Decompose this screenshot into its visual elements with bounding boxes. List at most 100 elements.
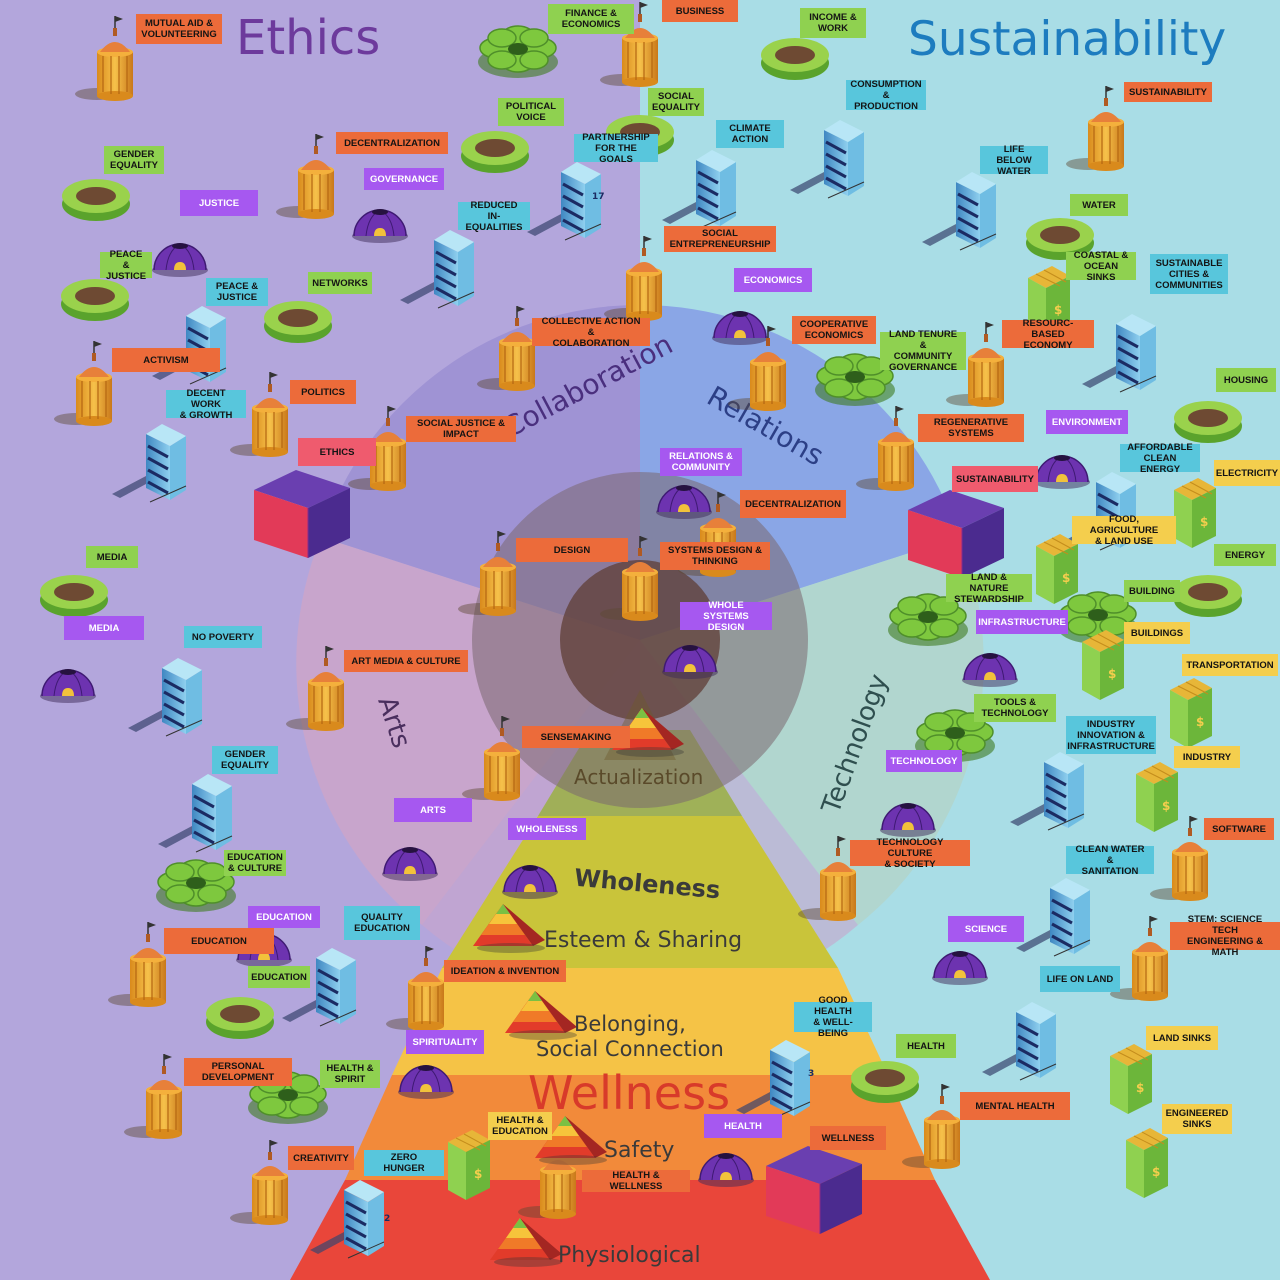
solar-building-icon bbox=[1135, 761, 1179, 833]
label-sustainability-top: SUSTAINABILITY bbox=[1124, 82, 1212, 102]
label-stem: STEM: SCIENCE TECH ENGINEERING & MATH bbox=[1170, 914, 1280, 958]
label-consumption: CONSUMPTION & PRODUCTION bbox=[846, 79, 926, 112]
label-land-tenure: LAND TENURE & COMMUNITY GOVERNANCE bbox=[880, 329, 966, 373]
label-infrastructure: INFRASTRUCTURE bbox=[976, 610, 1068, 634]
label-business: BUSINESS bbox=[662, 0, 738, 22]
ring-icon bbox=[264, 301, 332, 343]
label-reduced-inequalities: REDUCED IN- EQUALITIES bbox=[458, 200, 530, 233]
label-whole-systems: WHOLE SYSTEMS DESIGN bbox=[680, 600, 772, 633]
ring-icon bbox=[61, 279, 129, 321]
sdg-number: 3 bbox=[808, 1069, 814, 1079]
label-design: DESIGN bbox=[516, 538, 628, 562]
label-health-purple: HEALTH bbox=[704, 1114, 782, 1138]
label-media-purple: MEDIA bbox=[64, 616, 144, 640]
label-wellness: WELLNESS bbox=[810, 1126, 886, 1150]
label-building: BUILDING bbox=[1124, 580, 1180, 602]
label-no-poverty: NO POVERTY bbox=[184, 626, 262, 648]
wholeness-band bbox=[442, 816, 838, 968]
ethics-title: Ethics bbox=[236, 10, 381, 66]
label-quality-education: QUALITY EDUCATION bbox=[344, 906, 420, 940]
cube-icon bbox=[253, 469, 351, 559]
ring-icon bbox=[1174, 401, 1242, 443]
label-wholeness: WHOLENESS bbox=[508, 818, 586, 840]
label-mental-health: MENTAL HEALTH bbox=[960, 1092, 1070, 1120]
label-social-entrepreneurship: SOCIAL ENTREPRENEURSHIP bbox=[664, 226, 776, 252]
label-affordable-energy: AFFORDABLE CLEAN ENERGY bbox=[1120, 442, 1200, 475]
label-energy: ENERGY bbox=[1214, 544, 1276, 566]
label-life-below-water: LIFE BELOW WATER bbox=[980, 144, 1048, 177]
label-sustainable-cities: SUSTAINABLE CITIES & COMMUNITIES bbox=[1150, 254, 1228, 294]
label-industry: INDUSTRY bbox=[1174, 746, 1240, 768]
label-social-justice: SOCIAL JUSTICE & IMPACT bbox=[406, 416, 516, 442]
label-decentralization-mid: DECENTRALIZATION bbox=[740, 490, 846, 518]
sdg-number: 2 bbox=[384, 1214, 390, 1224]
cube-icon bbox=[907, 489, 1005, 579]
label-health-yellow: HEALTH bbox=[896, 1034, 956, 1058]
label-personal-dev: PERSONAL DEVELOPMENT bbox=[184, 1058, 292, 1086]
label-cooperative: COOPERATIVE ECONOMICS bbox=[792, 316, 876, 344]
wellness-title: Wellness bbox=[528, 1066, 731, 1120]
safety-title: Safety bbox=[604, 1138, 675, 1163]
sustainability-title: Sustainability bbox=[908, 12, 1227, 67]
label-education-purple: EDUCATION bbox=[248, 906, 320, 928]
label-resource-based: RESOURC-BASED ECONOMY bbox=[1002, 318, 1094, 351]
label-networks: NETWORKS bbox=[308, 272, 372, 294]
label-water: WATER bbox=[1070, 194, 1128, 216]
label-zero-hunger: ZERO HUNGER bbox=[364, 1150, 444, 1176]
label-ethics-center: ETHICS bbox=[298, 438, 376, 466]
label-peace-justice-2: PEACE & JUSTICE bbox=[206, 278, 268, 306]
label-buildings: BUILDINGS bbox=[1124, 622, 1190, 644]
label-arts: ARTS bbox=[394, 798, 472, 822]
physiological-title: Physiological bbox=[558, 1243, 701, 1268]
label-clean-water: CLEAN WATER & SANITATION bbox=[1066, 844, 1154, 877]
ring-icon bbox=[1174, 575, 1242, 617]
label-collective-action: COLLECTIVE ACTION & COLABORATION bbox=[532, 316, 650, 349]
label-software: SOFTWARE bbox=[1204, 818, 1274, 840]
label-climate-action: CLIMATE ACTION bbox=[716, 120, 784, 148]
label-electricity: ELECTRICITY bbox=[1214, 460, 1280, 486]
label-technology: TECHNOLOGY bbox=[886, 750, 962, 772]
inner-core bbox=[560, 560, 720, 720]
solar-building-icon bbox=[1125, 1127, 1169, 1199]
label-education-green: EDUCATION bbox=[248, 966, 310, 988]
ring-icon bbox=[40, 575, 108, 617]
label-mutual-aid: MUTUAL AID & VOLUNTEERING bbox=[136, 14, 222, 44]
label-science: SCIENCE bbox=[948, 916, 1024, 942]
label-creativity: CREATIVITY bbox=[288, 1146, 354, 1170]
solar-building-icon bbox=[1109, 1043, 1153, 1115]
label-engineered-sinks: ENGINEERED SINKS bbox=[1162, 1104, 1232, 1134]
label-health-spirit: HEALTH & SPIRIT bbox=[320, 1060, 380, 1088]
sdg-number: 17 bbox=[592, 192, 605, 202]
ring-icon bbox=[761, 38, 829, 80]
label-art-media: ART MEDIA & CULTURE bbox=[344, 650, 468, 672]
label-partnership: PARTNERSHIP FOR THE GOALS bbox=[574, 132, 658, 165]
solar-building-icon bbox=[1169, 677, 1213, 749]
label-decentralization-top: DECENTRALIZATION bbox=[336, 132, 448, 154]
actualization-label: Actualization bbox=[574, 765, 703, 789]
label-political-voice: POLITICAL VOICE bbox=[498, 98, 564, 126]
belonging-band bbox=[392, 968, 888, 1075]
flower-icon bbox=[477, 25, 559, 79]
label-health-wellness: HEALTH & WELLNESS bbox=[582, 1170, 690, 1192]
label-health-education: HEALTH & EDUCATION bbox=[488, 1112, 552, 1140]
solar-building-icon bbox=[447, 1129, 491, 1201]
ring-icon bbox=[851, 1061, 919, 1103]
label-peace-justice-1: PEACE & JUSTICE bbox=[100, 249, 152, 282]
solar-building-icon bbox=[1035, 533, 1079, 605]
solar-building-icon bbox=[1173, 477, 1217, 549]
ring-icon bbox=[461, 131, 529, 173]
label-gender-equality-mid: GENDER EQUALITY bbox=[212, 746, 278, 774]
label-gender-equality-top: GENDER EQUALITY bbox=[104, 146, 164, 174]
label-tools-tech: TOOLS & TECHNOLOGY bbox=[974, 694, 1056, 722]
label-land-sinks: LAND SINKS bbox=[1146, 1026, 1218, 1050]
label-industry-innovation: INDUSTRY INNOVATION & INFRASTRUCTURE bbox=[1066, 716, 1156, 754]
solar-building-icon bbox=[1081, 629, 1125, 701]
label-social-equality: SOCIAL EQUALITY bbox=[648, 88, 704, 116]
label-media-green: MEDIA bbox=[86, 546, 138, 568]
label-spirituality: SPIRITUALITY bbox=[406, 1030, 484, 1054]
label-food-agriculture: FOOD, AGRICULTURE & LAND USE bbox=[1072, 514, 1176, 547]
label-politics: POLITICS bbox=[290, 380, 356, 404]
label-environment: ENVIRONMENT bbox=[1046, 410, 1128, 434]
label-income: INCOME & WORK bbox=[800, 8, 866, 38]
label-sensemaking: SENSEMAKING bbox=[522, 726, 630, 748]
